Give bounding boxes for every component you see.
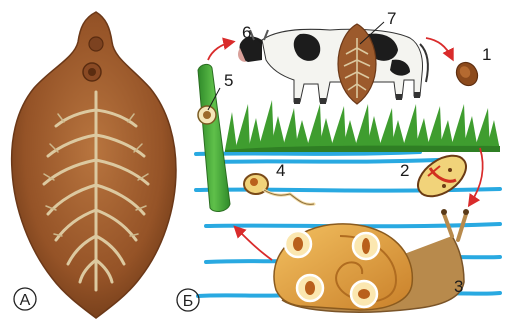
- miracidium-egg-icon: [411, 147, 474, 204]
- adult-fluke-illustration: [12, 12, 176, 318]
- grass: [225, 100, 500, 152]
- egg-icon: [452, 59, 481, 90]
- stage-5-label: 5: [224, 71, 233, 90]
- panel-b-label: Б: [177, 289, 199, 311]
- stage-1-label: 1: [482, 45, 491, 64]
- panel-a-label: А: [14, 288, 36, 310]
- oral-sucker: [89, 37, 103, 51]
- stage-3-label: 3: [454, 277, 463, 296]
- stage-2-label: 2: [400, 161, 409, 180]
- cow-icon: [238, 29, 428, 104]
- stage-7-label: 7: [387, 9, 396, 28]
- panel-a-letter: А: [20, 292, 31, 309]
- stage-6-label: 6: [242, 23, 251, 42]
- arrow-snail-to-cercaria: [236, 228, 272, 260]
- arrow-grass-to-cow: [208, 42, 232, 60]
- panel-b-letter: Б: [183, 293, 194, 310]
- arrow-egg-to-miracidium: [470, 148, 483, 204]
- arrow-cow-to-egg: [426, 38, 452, 58]
- stage-4-label: 4: [276, 161, 285, 180]
